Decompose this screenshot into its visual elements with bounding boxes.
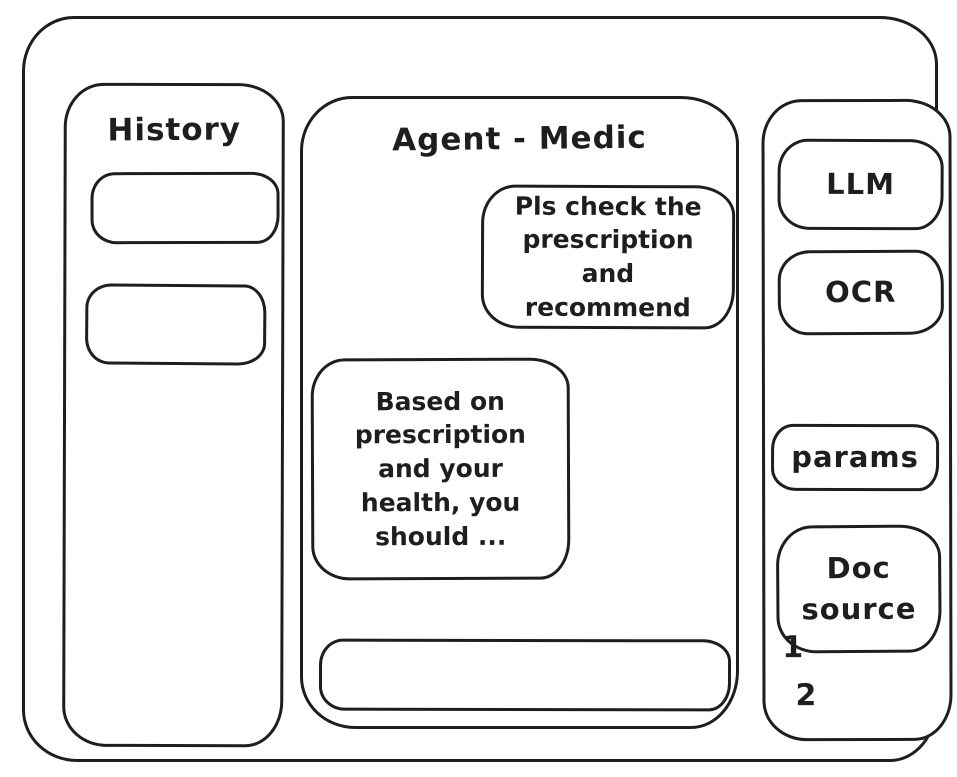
- user-message-bubble: Pls check the prescription and recommend: [480, 184, 736, 330]
- doc-source-item[interactable]: 1: [782, 630, 804, 666]
- llm-button[interactable]: LLM: [777, 138, 944, 231]
- agent-message-bubble: Based on prescription and your health, y…: [310, 357, 571, 581]
- chat-panel: Agent - Medic Pls check the prescription…: [300, 96, 739, 729]
- history-item[interactable]: [90, 171, 280, 245]
- doc-source-item[interactable]: 2: [795, 678, 817, 714]
- tools-panel: LLM OCR params Doc source 1 2: [761, 98, 953, 742]
- ocr-button[interactable]: OCR: [777, 249, 944, 336]
- message-input[interactable]: [318, 638, 732, 712]
- app-frame: History Agent - Medic Pls check the pres…: [22, 16, 953, 762]
- history-title: History: [107, 111, 242, 149]
- history-panel: History: [62, 82, 285, 748]
- chat-title: Agent - Medic: [392, 119, 647, 159]
- history-item[interactable]: [84, 283, 267, 366]
- params-button[interactable]: params: [771, 423, 940, 492]
